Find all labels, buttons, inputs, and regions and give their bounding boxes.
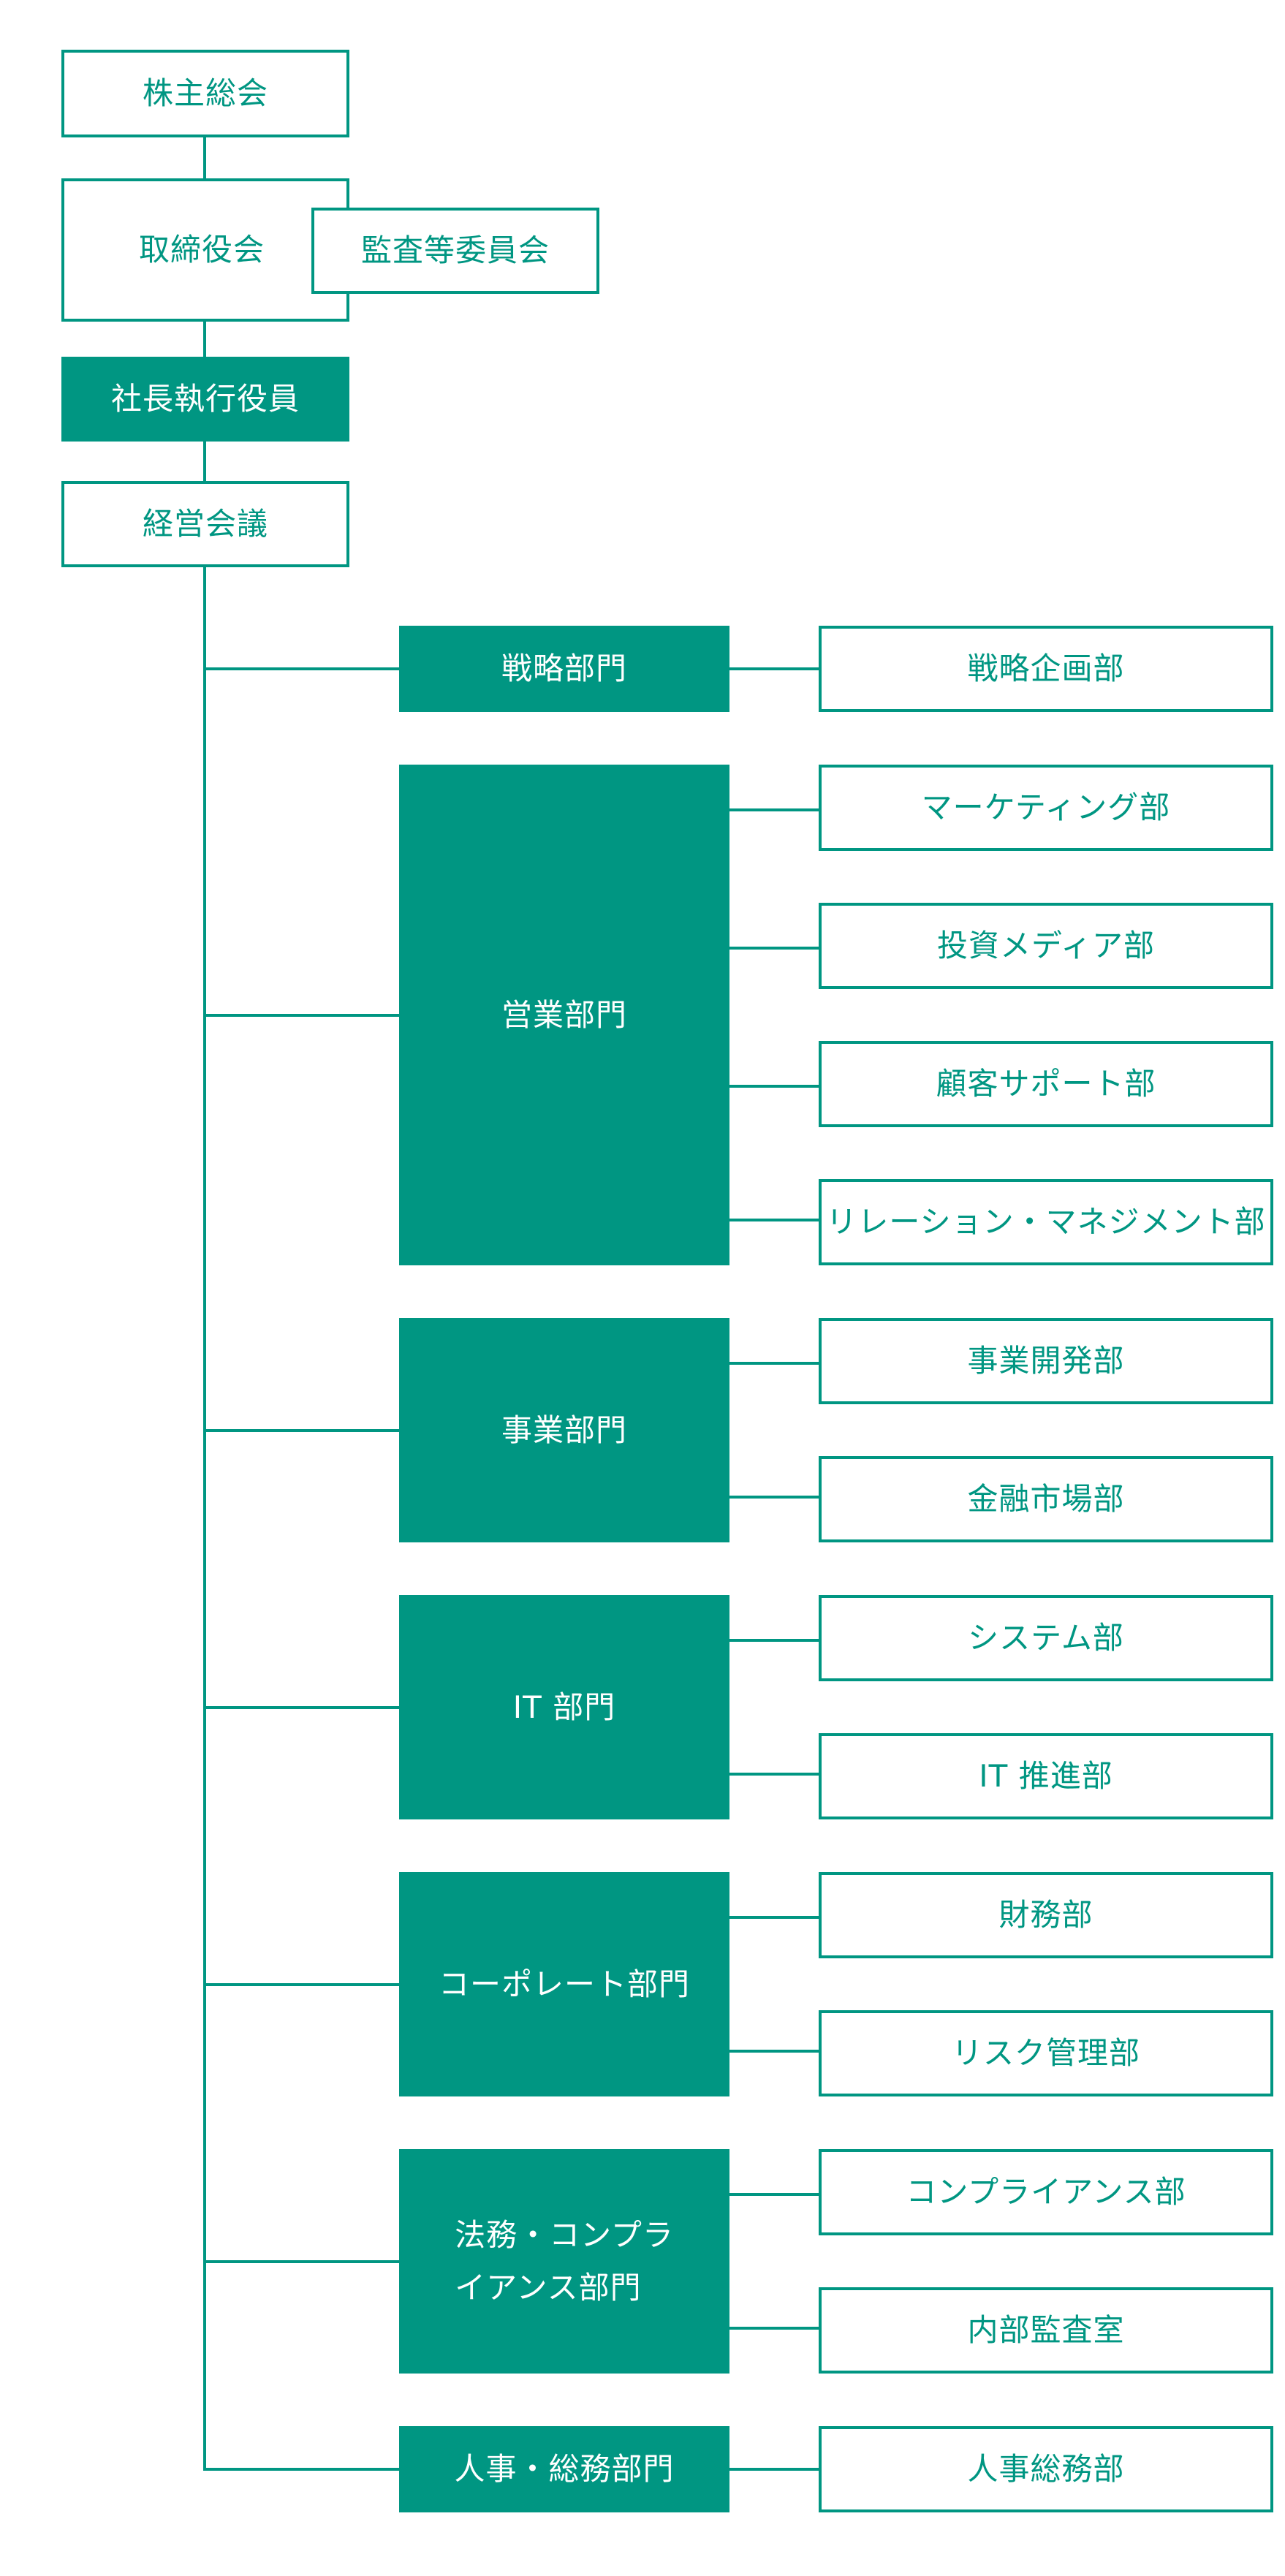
department-box: システム部 xyxy=(819,1595,1273,1681)
connector-division-department xyxy=(729,1639,819,1642)
connector-board-president xyxy=(203,319,206,357)
connector-division-department xyxy=(729,667,819,670)
president-box: 社長執行役員 xyxy=(61,357,349,442)
connector-president-meeting xyxy=(203,440,206,482)
department-box: リスク管理部 xyxy=(819,2010,1273,2096)
division-box: IT 部門 xyxy=(399,1595,729,1819)
division-label: IT 部門 xyxy=(512,1689,616,1725)
connector-trunk-division xyxy=(203,1428,399,1432)
department-box: 内部監査室 xyxy=(819,2287,1273,2374)
department-label: マーケティング部 xyxy=(921,789,1171,826)
department-box: 人事総務部 xyxy=(819,2426,1273,2512)
division-label: コーポレート部門 xyxy=(438,1966,690,2002)
president-label: 社長執行役員 xyxy=(110,381,300,417)
connector-division-department xyxy=(729,808,819,811)
connector-trunk-division xyxy=(203,667,399,670)
connector-division-department xyxy=(729,1219,819,1221)
department-label: 顧客サポート部 xyxy=(936,1066,1156,1102)
department-label: 人事総務部 xyxy=(967,2451,1125,2488)
department-box: 戦略企画部 xyxy=(819,626,1273,712)
management-meeting-label: 経営会議 xyxy=(142,506,268,542)
connector-trunk-division xyxy=(203,1705,399,1709)
department-box: 財務部 xyxy=(819,1872,1273,1958)
department-label: 内部監査室 xyxy=(967,2312,1125,2349)
connector-trunk-division xyxy=(203,2468,399,2471)
connector-division-trunk xyxy=(203,566,206,2469)
department-label: コンプライアンス部 xyxy=(906,2174,1186,2211)
connector-trunk-division xyxy=(203,2259,399,2263)
department-box: IT 推進部 xyxy=(819,1733,1273,1819)
shareholders-meeting-box: 株主総会 xyxy=(61,50,349,137)
division-box: 営業部門 xyxy=(399,765,729,1265)
division-box: 事業部門 xyxy=(399,1318,729,1542)
division-box: 人事・総務部門 xyxy=(399,2426,729,2512)
connector-division-department xyxy=(729,2327,819,2330)
division-box: 戦略部門 xyxy=(399,626,729,712)
connector-trunk-division xyxy=(203,1982,399,1986)
connector-shareholders-board xyxy=(203,137,206,178)
department-label: 戦略企画部 xyxy=(967,651,1125,687)
division-label: 営業部門 xyxy=(501,996,627,1033)
connector-division-department xyxy=(729,2468,819,2471)
connector-division-department xyxy=(729,2050,819,2053)
division-box: 法務・コンプラ イアンス部門 xyxy=(399,2149,729,2374)
division-label: 戦略部門 xyxy=(501,651,627,687)
connector-division-department xyxy=(729,1362,819,1365)
department-label: リスク管理部 xyxy=(951,2035,1140,2072)
department-label: 財務部 xyxy=(998,1897,1093,1933)
board-of-directors-label: 取締役会 xyxy=(139,232,265,268)
department-label: IT 推進部 xyxy=(979,1758,1113,1795)
connector-division-department xyxy=(729,1916,819,1919)
department-label: 事業開発部 xyxy=(967,1343,1125,1379)
connector-division-department xyxy=(729,1496,819,1499)
department-label: リレーション・マネジメント部 xyxy=(826,1204,1266,1240)
division-label: 事業部門 xyxy=(501,1412,627,1448)
department-label: 金融市場部 xyxy=(967,1481,1125,1518)
division-label: 人事・総務部門 xyxy=(454,2451,675,2488)
connector-division-department xyxy=(729,1085,819,1088)
connector-division-department xyxy=(729,947,819,950)
department-box: 金融市場部 xyxy=(819,1456,1273,1542)
shareholders-meeting-label: 株主総会 xyxy=(142,75,268,112)
division-box: コーポレート部門 xyxy=(399,1872,729,2096)
department-label: 投資メディア部 xyxy=(936,928,1156,964)
audit-committee-label: 監査等委員会 xyxy=(360,232,550,269)
department-box: マーケティング部 xyxy=(819,765,1273,851)
audit-committee-box: 監査等委員会 xyxy=(311,208,599,294)
department-box: 事業開発部 xyxy=(819,1318,1273,1404)
board-of-directors-box: 取締役会 xyxy=(61,178,349,322)
department-box: リレーション・マネジメント部 xyxy=(819,1179,1273,1265)
connector-division-department xyxy=(729,1773,819,1776)
connector-division-department xyxy=(729,2193,819,2196)
department-label: システム部 xyxy=(968,1620,1124,1656)
department-box: 顧客サポート部 xyxy=(819,1041,1273,1127)
department-box: 投資メディア部 xyxy=(819,903,1273,989)
management-meeting-box: 経営会議 xyxy=(61,481,349,567)
department-box: コンプライアンス部 xyxy=(819,2149,1273,2235)
division-label: 法務・コンプラ イアンス部門 xyxy=(455,2217,674,2306)
connector-trunk-division xyxy=(203,1013,399,1017)
